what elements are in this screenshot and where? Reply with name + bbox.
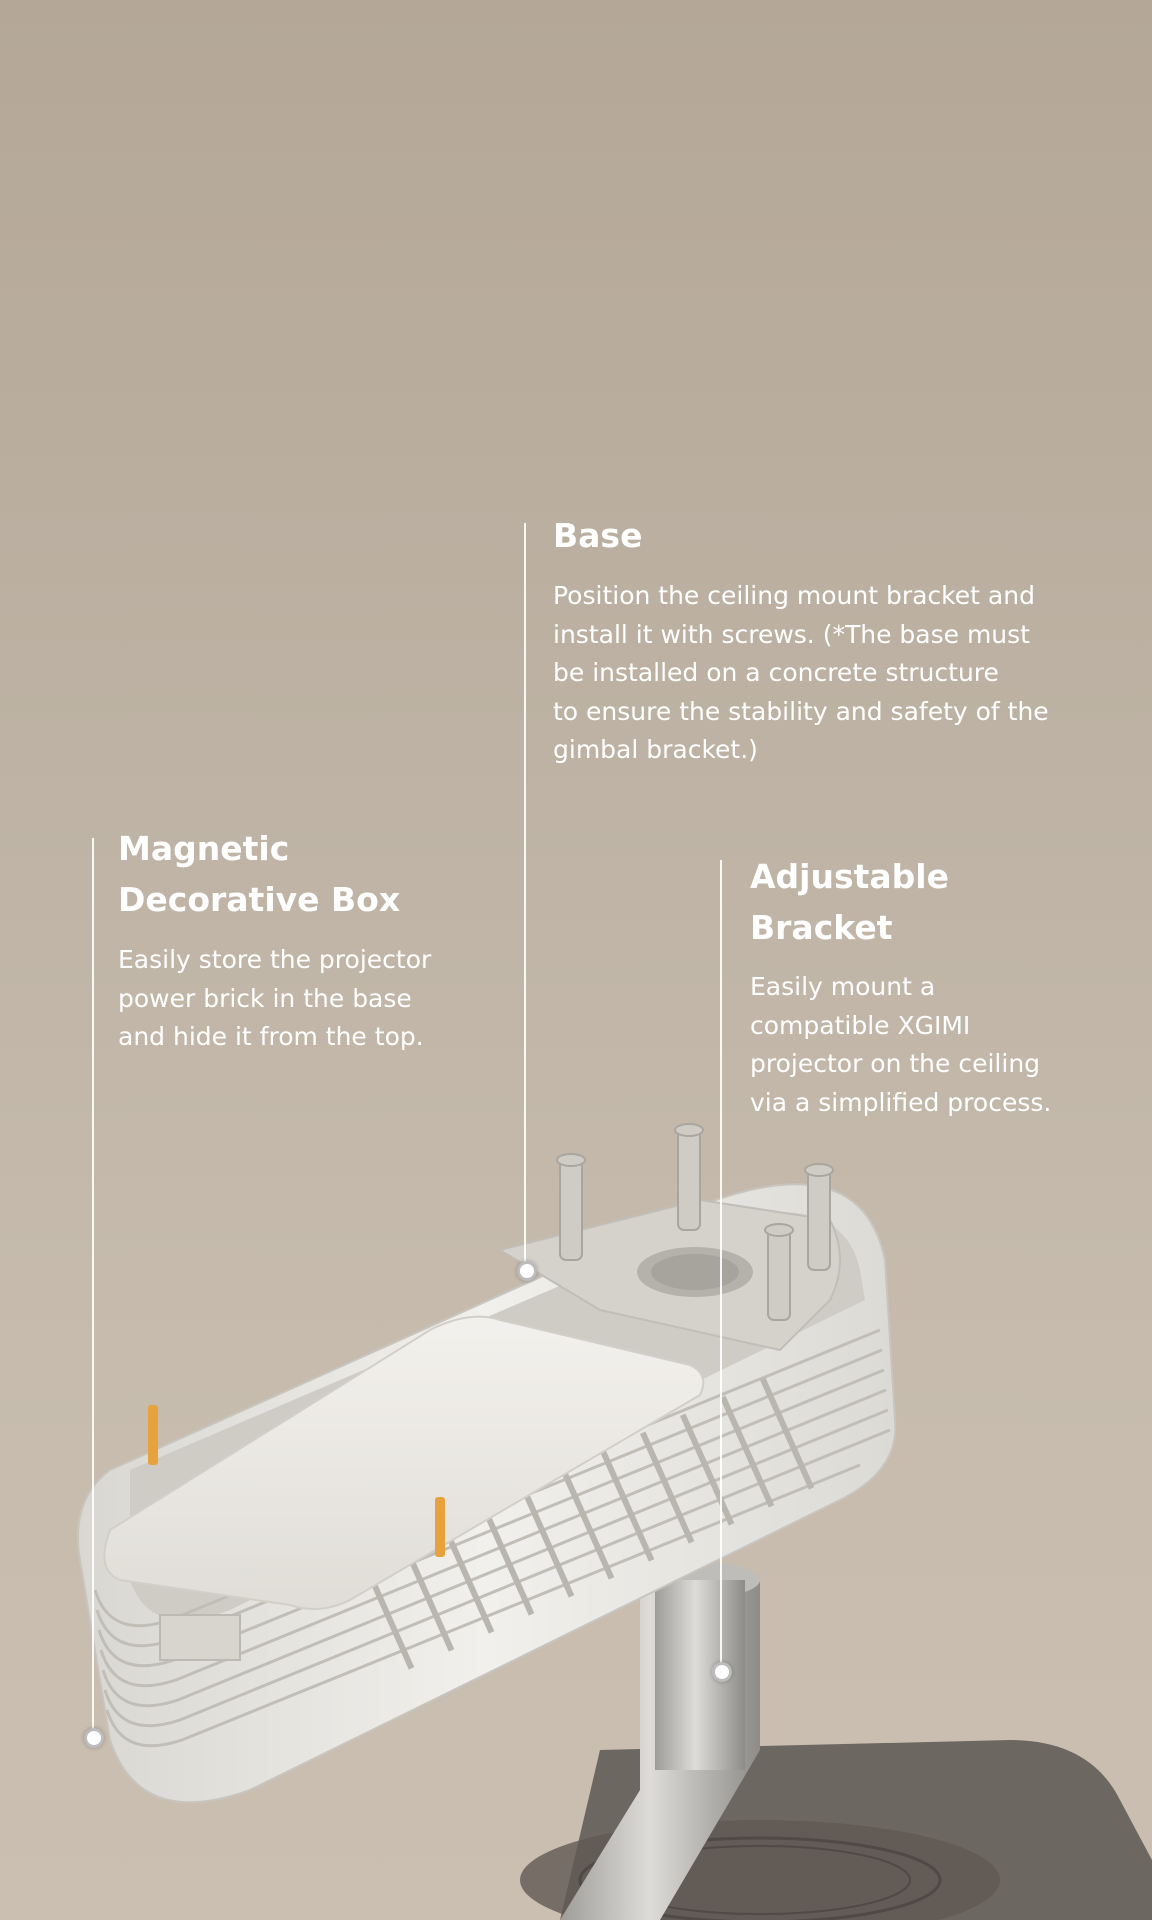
magnetic-box-title-line: Decorative Box: [118, 880, 401, 919]
magnetic-box-description: Easily store the projector power brick i…: [118, 941, 458, 1057]
magnetic-box-hotspot[interactable]: [84, 1728, 104, 1748]
bracket-description-line: Easily mount a: [750, 972, 936, 1001]
bracket-title-line: Bracket: [750, 908, 893, 947]
mounting-plate: [497, 1198, 841, 1352]
base-description-line: Position the ceiling mount bracket and: [553, 581, 1035, 610]
base-description-line: to ensure the stability and safety of th…: [553, 696, 1049, 726]
gimbal-pole: [560, 1562, 760, 1920]
magnetic-box-description-line: Easily store the projector: [118, 945, 432, 974]
bracket-description-line: projector on the ceiling: [750, 1049, 1041, 1078]
base-description-line: gimbal bracket.): [553, 735, 758, 764]
base-hotspot[interactable]: [517, 1261, 537, 1281]
bracket-leader-line: [720, 860, 722, 1670]
base-description: Position the ceiling mount bracket and i…: [553, 577, 1093, 770]
power-brick: [103, 1315, 705, 1661]
base-title: Base: [553, 516, 643, 555]
base-description-line: be installed on a concrete structure: [553, 658, 999, 687]
bracket-description: Easily mount a compatible XGIMI projecto…: [750, 968, 1090, 1122]
bracket-title: Adjustable Bracket: [750, 851, 1010, 953]
base-leader-line: [524, 523, 526, 1270]
orange-anchors: [148, 1405, 445, 1557]
anchor-bolts: [556, 1123, 834, 1321]
magnetic-box-description-line: and hide it from the top.: [118, 1022, 424, 1051]
magnetic-box-title: Magnetic Decorative Box: [118, 823, 478, 925]
bracket-hotspot[interactable]: [712, 1662, 732, 1682]
base-description-line: install it with screws. (*The base must: [553, 619, 1030, 649]
magnetic-box-title-line: Magnetic: [118, 829, 290, 868]
bracket-title-line: Adjustable: [750, 857, 949, 896]
bracket-description-line: compatible XGIMI: [750, 1010, 971, 1040]
bracket-description-line: via a simplified process.: [750, 1087, 1052, 1117]
magnetic-box-leader-line: [92, 838, 94, 1738]
magnetic-box-description-line: power brick in the base: [118, 983, 412, 1013]
